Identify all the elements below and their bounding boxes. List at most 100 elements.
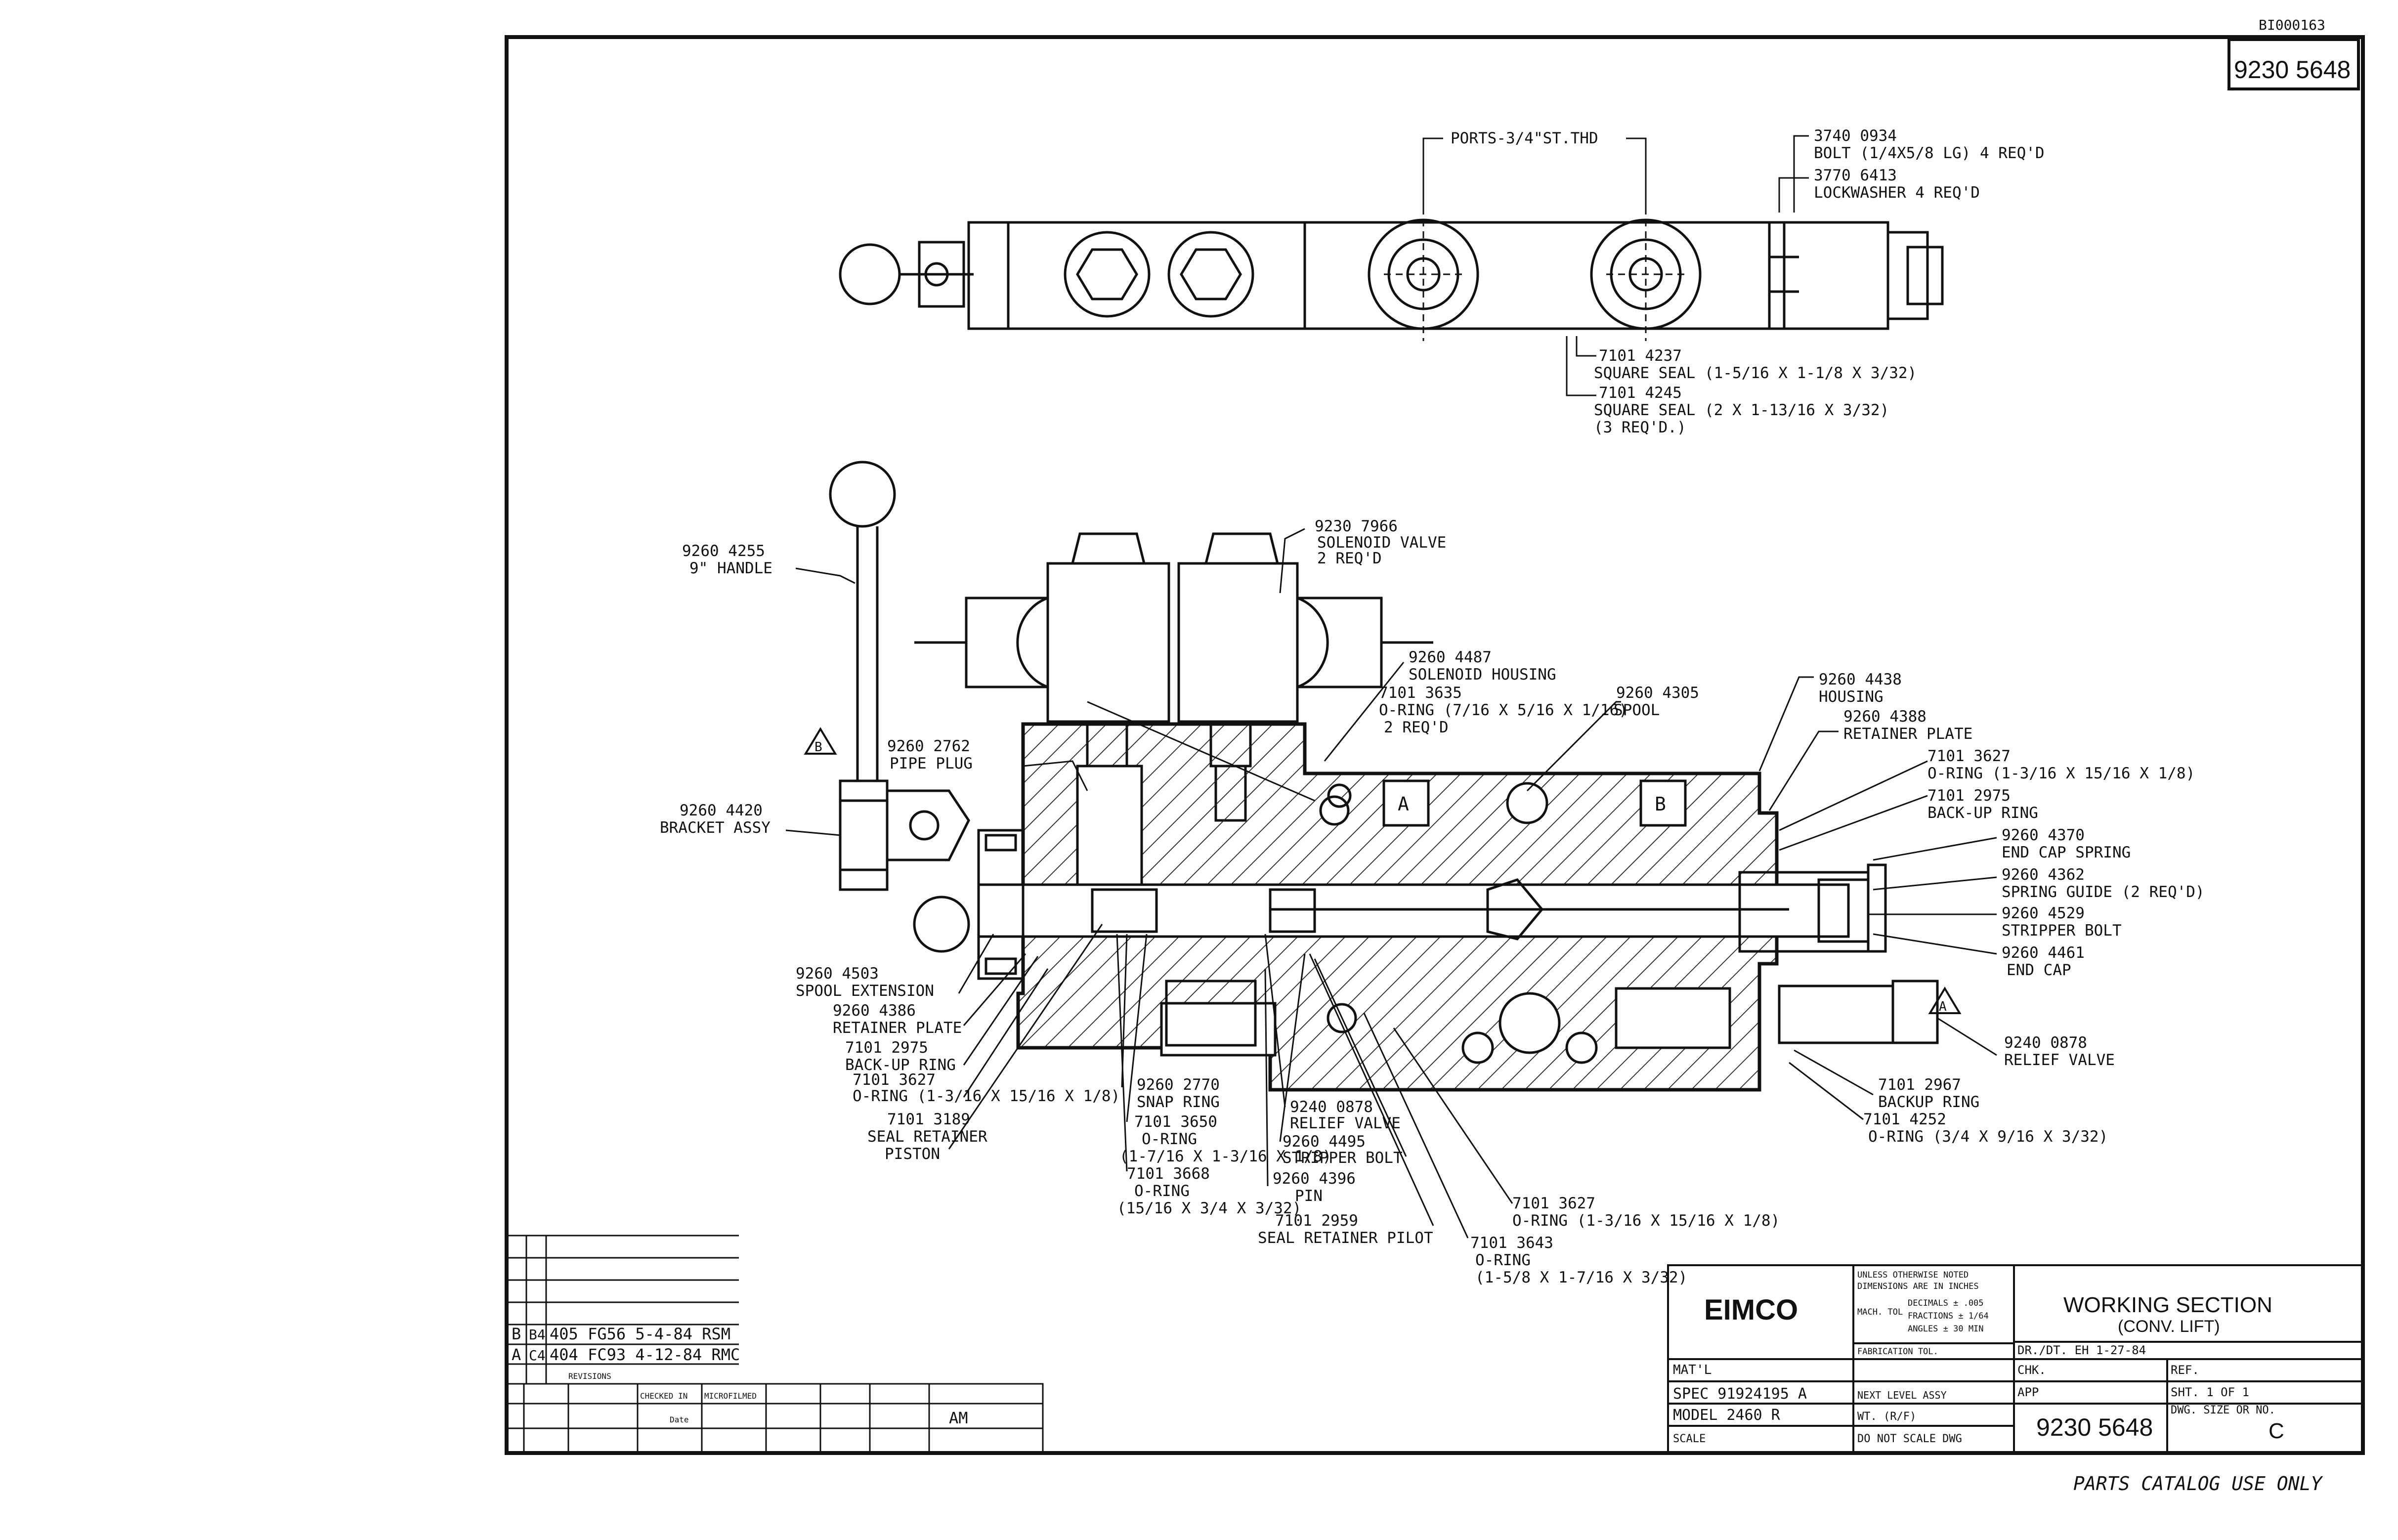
- stripper-bolt-r-part: 9260 4529: [2002, 904, 2085, 922]
- top-view: [839, 218, 1944, 330]
- handle-part: 9260 4255: [682, 542, 765, 560]
- square-seal-2-desc: SQUARE SEAL (2 X 1-13/16 X 3/32): [1594, 401, 1889, 419]
- pipe-plug-part: 9260 2762: [887, 737, 970, 755]
- app: APP: [2017, 1385, 2039, 1399]
- tol-note-3: DECIMALS ± .005: [1908, 1298, 1984, 1308]
- chk: CHK.: [2017, 1363, 2046, 1377]
- relief-valve-r-desc: RELIEF VALVE: [2004, 1051, 2115, 1069]
- flag-a-text: A: [1939, 999, 1947, 1014]
- rev-a-zone: C4: [529, 1347, 546, 1364]
- square-seal-2-qty: (3 REQ'D.): [1594, 419, 1686, 436]
- rev-b-zone: B4: [529, 1326, 546, 1343]
- backup-ring-l-part: 7101 2975: [845, 1039, 928, 1057]
- oring-d-desc: O-RING (1-3/16 X 15/16 X 1/8): [853, 1087, 1120, 1105]
- title-line-2: (CONV. LIFT): [2118, 1317, 2220, 1336]
- model: MODEL 2460 R: [1673, 1407, 1781, 1424]
- revision-grid: [506, 1235, 1044, 1454]
- lockwasher-desc: LOCKWASHER 4 REQ'D: [1814, 184, 1980, 202]
- rev-b-text: 405 FG56 5-4-84 RSM: [550, 1325, 730, 1343]
- handle-desc: 9" HANDLE: [689, 559, 772, 577]
- spring-guide-part: 9260 4362: [2002, 866, 2085, 884]
- lockwasher-part: 3770 6413: [1814, 167, 1897, 184]
- rev-a-text: 404 FC93 4-12-84 RMC: [550, 1345, 740, 1364]
- oring-e-desc1: O-RING: [1142, 1130, 1197, 1148]
- section-leaders: [785, 528, 1997, 1239]
- oring-f-part: 7101 3668: [1127, 1165, 1210, 1183]
- solenoid-valve-qty: 2 REQ'D: [1317, 550, 1382, 567]
- bolt-part: 3740 0934: [1814, 127, 1897, 145]
- stripper-bolt-r-desc: STRIPPER BOLT: [2002, 922, 2122, 940]
- dwg-no: 9230 5648: [2036, 1413, 2153, 1441]
- rev-b-ltr: B: [512, 1325, 521, 1343]
- oring-d-part: 7101 3627: [853, 1071, 936, 1089]
- ports-label: PORTS-3/4"ST.THD: [1451, 129, 1598, 147]
- oring-c-part: 7101 4252: [1863, 1111, 1946, 1128]
- top-view-leaders: [1422, 135, 1809, 396]
- drawing-border: [505, 35, 2365, 1455]
- port-b-label: B: [1655, 793, 1666, 815]
- spool-extension-desc: SPOOL EXTENSION: [796, 982, 934, 1000]
- bracket-assy-part: 9260 4420: [680, 802, 763, 819]
- tol-note-1: UNLESS OTHERWISE NOTED: [1857, 1270, 1969, 1280]
- solenoid-housing-part: 9260 4487: [1409, 648, 1492, 666]
- end-cap-spring-part: 9260 4370: [2002, 826, 2085, 844]
- seal-retainer-pilot-part: 7101 2959: [1275, 1212, 1358, 1230]
- oring-e-desc2: (1-7/16 X 1-3/16 X 1/8): [1119, 1148, 1331, 1165]
- wt: WT. (R/F): [1857, 1411, 1916, 1423]
- do-not-scale: DO NOT SCALE DWG: [1857, 1433, 1962, 1445]
- tol-note-4: FRACTIONS ± 1/64: [1908, 1311, 1989, 1321]
- spring-guide-desc: SPRING GUIDE (2 REQ'D): [2002, 883, 2205, 901]
- rev-am: AM: [949, 1409, 968, 1427]
- oring-a-part: 7101 3635: [1379, 684, 1462, 702]
- sht: SHT. 1 OF 1: [2171, 1385, 2249, 1399]
- rev-date-label: Date: [670, 1415, 689, 1424]
- backup-ring-r2-part: 7101 2967: [1878, 1076, 1961, 1094]
- oring-a-desc: O-RING (7/16 X 5/16 X 1/16): [1379, 701, 1628, 719]
- rev-a-ltr: A: [512, 1345, 521, 1364]
- company-name: EIMCO: [1704, 1294, 1798, 1326]
- title-line-1: WORKING SECTION: [2063, 1293, 2272, 1317]
- oring-a-qty: 2 REQ'D: [1384, 719, 1449, 736]
- solenoid-housing-desc: SOLENOID HOUSING: [1409, 666, 1556, 684]
- spool-part: 9260 4305: [1616, 684, 1699, 702]
- dwg-size-label: DWG. SIZE OR NO.: [2171, 1404, 2275, 1416]
- ref: REF.: [2171, 1363, 2199, 1377]
- end-cap-desc: END CAP: [2007, 961, 2071, 979]
- title-block-grid: [1667, 1264, 2364, 1454]
- solenoid-valve-desc: SOLENOID VALVE: [1317, 534, 1446, 552]
- dwg-size: C: [2269, 1419, 2284, 1443]
- dr-dt: DR./DT. EH 1-27-84: [2017, 1343, 2146, 1357]
- oring-h-desc2: (1-5/8 X 1-7/16 X 3/32): [1475, 1269, 1687, 1286]
- rev-microfilmed: MICROFILMED: [704, 1391, 757, 1401]
- pin-part: 9260 4396: [1273, 1170, 1356, 1188]
- handle: [829, 461, 970, 953]
- square-seal-1-desc: SQUARE SEAL (1-5/16 X 1-1/8 X 3/32): [1594, 364, 1917, 382]
- housing-desc: HOUSING: [1819, 688, 1884, 706]
- backup-ring-r2-desc: BACKUP RING: [1878, 1093, 1979, 1111]
- bracket-assy-desc: BRACKET ASSY: [660, 819, 771, 837]
- end-cap-spring-desc: END CAP SPRING: [2002, 844, 2131, 861]
- oring-g-part: 7101 3627: [1512, 1195, 1595, 1212]
- oring-h-desc1: O-RING: [1475, 1251, 1531, 1269]
- oring-c-desc: O-RING (3/4 X 9/16 X 3/32): [1868, 1128, 2108, 1146]
- seal-retainer-piston-desc1: SEAL RETAINER: [867, 1128, 987, 1146]
- scale: SCALE: [1673, 1433, 1706, 1445]
- dwg-number-box: [2227, 38, 2360, 90]
- left-end: [977, 829, 1025, 980]
- oring-h-part: 7101 3643: [1470, 1234, 1553, 1252]
- square-seal-1-part: 7101 4237: [1599, 347, 1682, 365]
- spool-desc: SPOOL: [1614, 701, 1660, 719]
- retainer-plate-r-part: 9260 4388: [1843, 708, 1927, 726]
- matl-label: MAT'L: [1673, 1363, 1712, 1377]
- seal-retainer-piston-desc2: PISTON: [885, 1145, 940, 1163]
- housing-part: 9260 4438: [1819, 671, 1902, 688]
- mach-tol: MACH. TOL: [1857, 1307, 1903, 1317]
- footer-note: PARTS CATALOG USE ONLY: [2073, 1473, 2323, 1495]
- callouts: 9260 4255 9" HANDLE 9230 7966 SOLENOID V…: [660, 517, 2205, 1286]
- relief-valve-c-part: 9240 0878: [1290, 1098, 1373, 1116]
- spec: SPEC 91924195 A: [1673, 1385, 1807, 1403]
- end-cap-part: 9260 4461: [2002, 944, 2085, 962]
- scan-code: BI000163: [2259, 17, 2325, 33]
- relief-valves: [1165, 980, 1939, 1047]
